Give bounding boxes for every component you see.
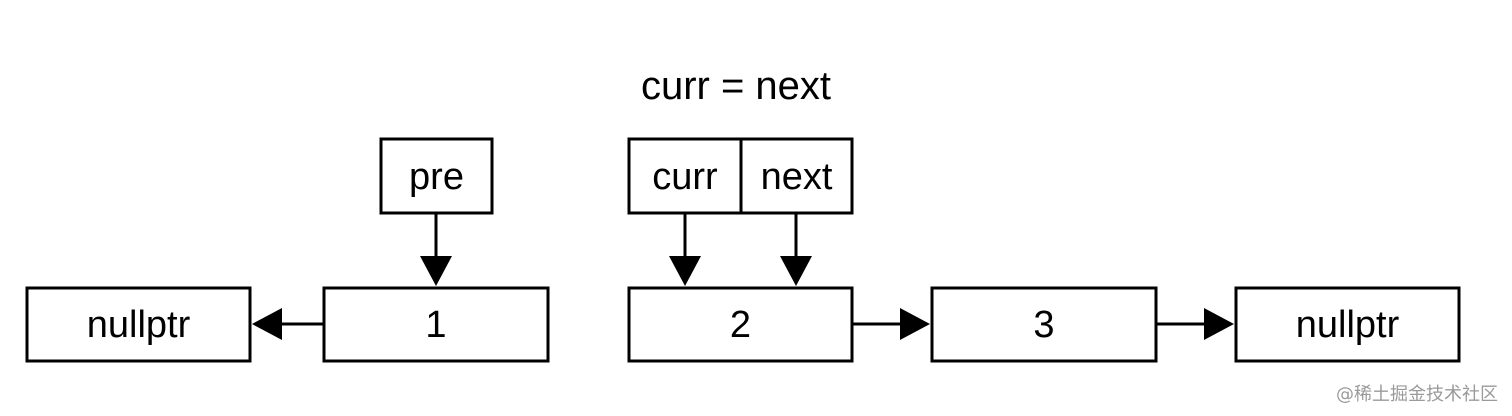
pre-to-node-1-arrow [420, 213, 452, 286]
node-3-to-nullptr-arrow [1156, 308, 1234, 340]
next-to-node-2-arrow [780, 213, 812, 286]
node-nullptr-left-label: nullptr [87, 304, 191, 346]
node-3: 3 [930, 286, 1158, 363]
node-2: 2 [627, 286, 854, 363]
node-nullptr-left: nullptr [25, 286, 252, 363]
pointer-curr-box: curr [627, 137, 743, 215]
pointer-curr-label: curr [652, 156, 718, 198]
node-1-to-nullptr-arrow [252, 308, 324, 340]
node-1-label: 1 [425, 304, 446, 346]
pointer-pre-box: pre [379, 137, 494, 215]
curr-to-node-2-arrow [669, 213, 701, 286]
watermark-text: @稀土掘金技术社区 [1336, 384, 1498, 405]
pointer-next-label: next [761, 156, 833, 198]
caption-text: curr = next [641, 64, 831, 108]
pointer-next-box: next [739, 137, 854, 215]
node-3-label: 3 [1033, 304, 1054, 346]
pointer-pre-label: pre [409, 156, 464, 198]
node-1: 1 [322, 286, 550, 363]
node-2-label: 2 [730, 304, 751, 346]
node-nullptr-right-label: nullptr [1296, 304, 1400, 346]
node-2-to-node-3-arrow [852, 308, 930, 340]
node-nullptr-right: nullptr [1234, 286, 1461, 363]
